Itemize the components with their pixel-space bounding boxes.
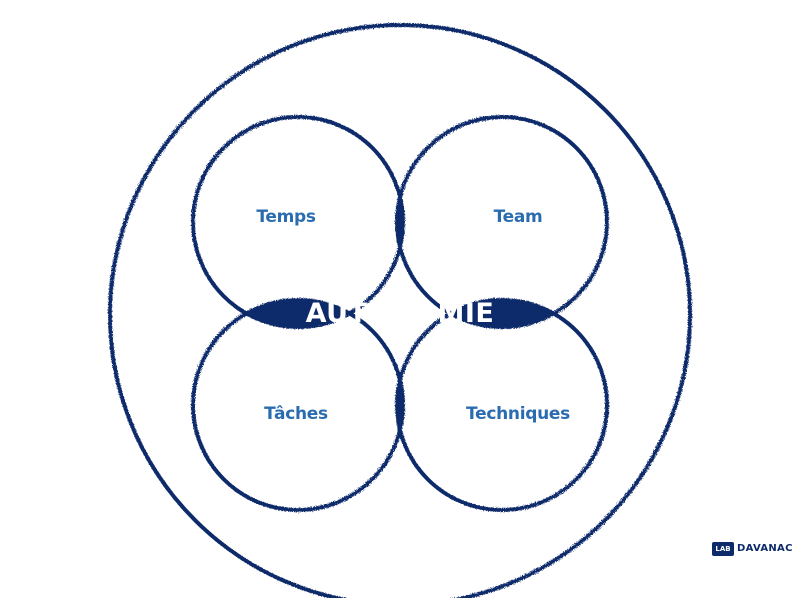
label-taches: Tâches [264,404,328,424]
circle-bottom-right [395,298,609,512]
logo-name: DAVANAC [737,543,793,554]
circle-top-right [395,115,609,329]
label-temps: Temps [256,207,316,227]
label-team: Team [494,207,543,227]
lab-davanac-logo: LAB DAVANAC [712,540,792,562]
circle-bottom-left [191,298,405,512]
circle-top-left [191,115,405,329]
circle-outlines [108,23,692,598]
center-label: AUTONOMIE [306,298,495,329]
outer-circle [108,23,692,598]
label-techniques: Techniques [466,404,570,424]
logo-prefix: LAB [712,542,734,556]
